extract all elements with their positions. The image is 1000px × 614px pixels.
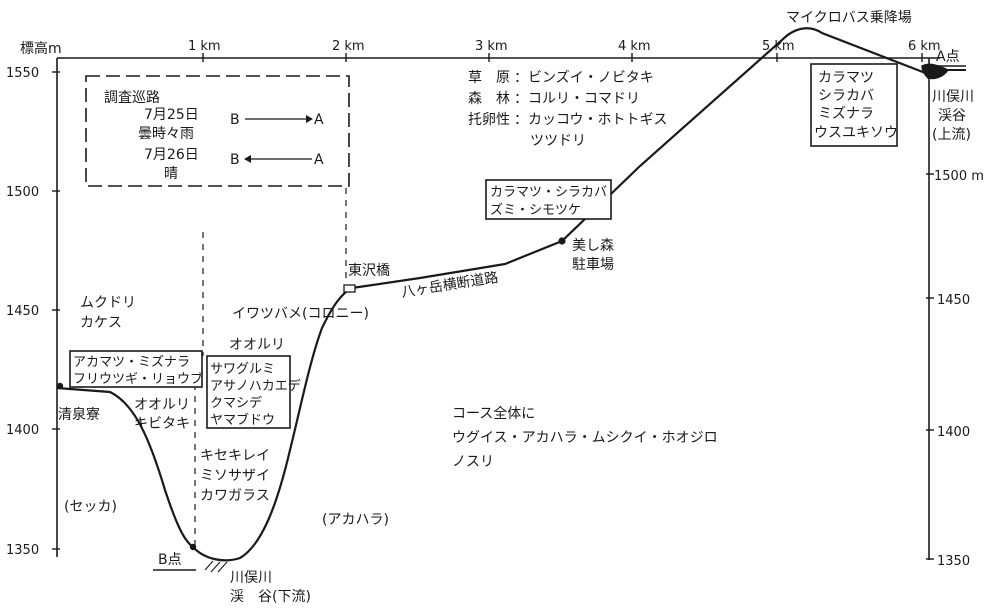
legend-weather-2: 晴 bbox=[164, 166, 178, 182]
upper-veg-2: シラカバ bbox=[818, 88, 874, 104]
lower-stream-label-1: 川俣川 bbox=[230, 570, 272, 586]
legend-from-2: B bbox=[230, 152, 240, 168]
survey-route-legend-box bbox=[85, 75, 350, 187]
km-tick-3: 3 km bbox=[475, 39, 508, 54]
left-tick-marks bbox=[52, 71, 60, 550]
upper-vegetation-box bbox=[810, 63, 898, 147]
upper-veg-3: ミズナラ bbox=[818, 106, 874, 122]
valley-veg-4: ヤマブドウ bbox=[210, 412, 275, 428]
road-label: 八ヶ岳横断道路 bbox=[400, 270, 499, 301]
point-a-marker bbox=[926, 68, 934, 76]
microbus-stop-label: マイクロバス乗降場 bbox=[786, 10, 912, 26]
upper-veg-4: ウスユキソウ bbox=[814, 125, 898, 141]
bird-kibitaki: キビタキ bbox=[134, 416, 190, 432]
upper-stream-label-2: 渓谷 bbox=[938, 108, 966, 124]
point-b-label: B点 bbox=[158, 552, 182, 568]
course-note-2: ウグイス・アカハラ・ムシクイ・ホオジロ bbox=[452, 430, 718, 446]
km-tick-2: 2 km bbox=[332, 39, 365, 54]
habitat-row-3-val-2: ツツドリ bbox=[530, 133, 586, 149]
legend-date-2: 7月26日 bbox=[144, 147, 199, 163]
right-tick-1450: 1450 bbox=[937, 293, 970, 308]
seisenryo-marker bbox=[56, 382, 64, 390]
left-tick-1550: 1550 bbox=[6, 66, 39, 81]
bird-mukudori: ムクドリ bbox=[80, 295, 136, 311]
higashizawa-bridge-label: 東沢橋 bbox=[348, 263, 390, 279]
bird-kisekirei: キセキレイ bbox=[200, 448, 270, 464]
left-veg-2: フリウツギ・リョウブ bbox=[73, 371, 203, 387]
valley-vegetation-box bbox=[206, 355, 291, 429]
km-tick-4: 4 km bbox=[618, 39, 651, 54]
valley-veg-3: クマシデ bbox=[210, 395, 262, 411]
left-tick-1400: 1400 bbox=[6, 423, 39, 438]
legend-title: 調査巡路 bbox=[104, 90, 160, 106]
km-tick-5: 5 km bbox=[762, 39, 795, 54]
upper-stream-label-1: 川俣川 bbox=[932, 89, 974, 105]
elevation-profile-line bbox=[56, 27, 929, 562]
left-vegetation-box bbox=[69, 350, 203, 388]
bird-oruri-left: オオルリ bbox=[134, 397, 190, 413]
bishimori-label-2: 駐車場 bbox=[572, 256, 614, 273]
habitat-row-3-val: ：カッコウ・ホトトギス bbox=[514, 112, 667, 128]
upper-veg-1: カラマツ bbox=[818, 70, 874, 86]
valley-veg-1: サワグルミ bbox=[210, 362, 275, 377]
km-tick-1: 1 km bbox=[188, 39, 221, 54]
bird-kakesu: カケス bbox=[80, 315, 122, 331]
habitat-row-1-val: ：ビンズイ・ノビタキ bbox=[514, 70, 654, 86]
point-a-label: A点 bbox=[936, 49, 960, 65]
bird-kawagarasu: カワガラス bbox=[200, 488, 270, 504]
right-tick-marks bbox=[926, 173, 934, 560]
bishimori-marker bbox=[558, 237, 566, 245]
habitat-row-2-key: 森 林 bbox=[468, 91, 510, 107]
seisenryo-label: 清泉寮 bbox=[58, 406, 100, 423]
legend-arrow-right-head bbox=[306, 115, 313, 123]
bird-iwatsubame: イワツバメ(コロニー) bbox=[232, 306, 369, 322]
left-veg-1: アカマツ・ミズナラ bbox=[73, 354, 190, 370]
legend-to-1: A bbox=[314, 112, 324, 128]
habitat-row-2-val: ：コルリ・コマドリ bbox=[514, 91, 640, 107]
right-tick-1350: 1350 bbox=[937, 554, 970, 569]
course-note-3: ノスリ bbox=[452, 454, 494, 470]
left-tick-1350: 1350 bbox=[6, 543, 39, 558]
legend-to-2: A bbox=[314, 152, 324, 168]
habitat-row-3-key: 托卵性 bbox=[468, 112, 510, 128]
legend-from-1: B bbox=[230, 112, 240, 128]
valley-hatch bbox=[204, 560, 228, 573]
km-tick-6: 6 km bbox=[908, 39, 941, 54]
legend-date-1: 7月25日 bbox=[144, 107, 199, 123]
bird-akahara: (アカハラ) bbox=[322, 512, 389, 528]
bird-oruri-valley: オオルリ bbox=[229, 337, 285, 353]
bishimori-label-1: 美し森 bbox=[572, 238, 614, 254]
habitat-row-1-key: 草 原 bbox=[468, 70, 510, 86]
mid-veg-1: カラマツ・シラカバ bbox=[490, 185, 607, 200]
left-tick-1500: 1500 bbox=[6, 185, 39, 200]
legend-arrow-left-head bbox=[244, 155, 251, 163]
point-b-marker bbox=[189, 543, 197, 551]
right-tick-1500: 1500 m bbox=[934, 169, 984, 184]
legend-weather-1: 曇時々雨 bbox=[138, 126, 194, 142]
mid-veg-2: ズミ・シモツケ bbox=[490, 202, 581, 218]
course-note-1: コース全体に bbox=[452, 405, 535, 422]
km-tick-marks bbox=[202, 53, 923, 62]
upper-stream-label-3: (上流) bbox=[932, 127, 971, 143]
left-tick-1450: 1450 bbox=[6, 304, 39, 319]
mid-vegetation-box bbox=[485, 179, 612, 220]
bird-sekka: (セッカ) bbox=[64, 499, 117, 515]
higashizawa-bridge-marker bbox=[343, 284, 356, 293]
right-tick-1400: 1400 bbox=[937, 425, 970, 440]
left-axis-title: 標高m bbox=[20, 40, 62, 57]
lower-stream-label-2: 渓 谷(下流) bbox=[230, 589, 311, 605]
bird-misosazai: ミソサザイ bbox=[200, 468, 270, 484]
valley-veg-2: アサノハカエデ bbox=[210, 378, 301, 394]
dashed-guides bbox=[194, 188, 347, 545]
